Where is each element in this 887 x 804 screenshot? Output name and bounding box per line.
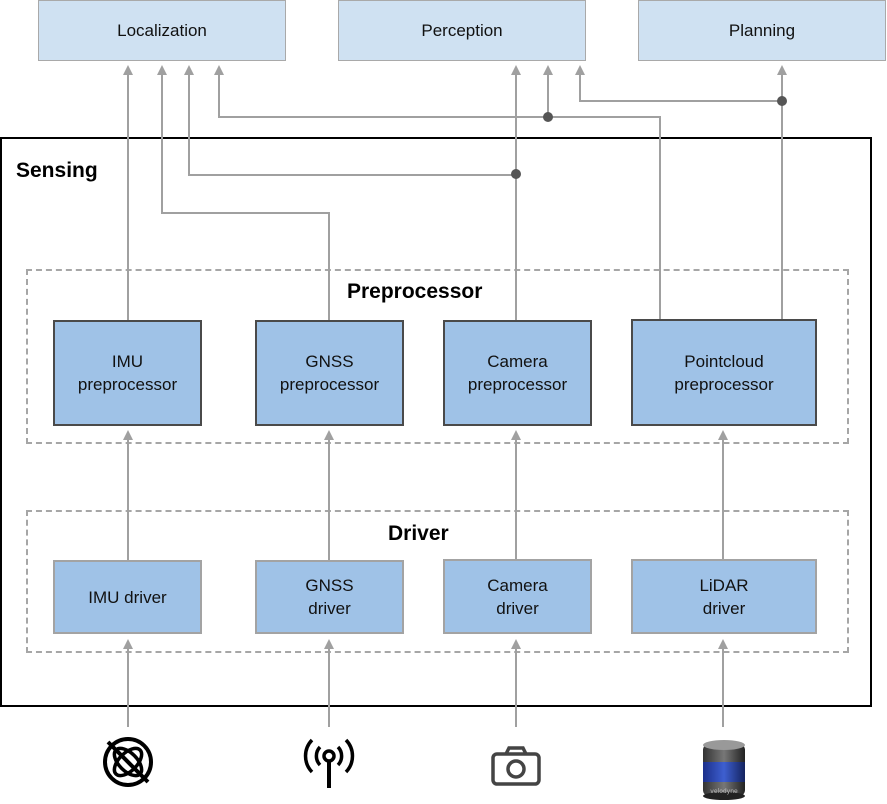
junction-dot-camera — [511, 169, 521, 179]
camera-icon — [491, 746, 541, 786]
gnss-preprocessor-box: GNSS preprocessor — [255, 320, 404, 426]
junction-dot-pointcloud — [543, 112, 553, 122]
pointcloud-preprocessor-label: Pointcloud preprocessor — [674, 351, 774, 394]
localization-label: Localization — [117, 21, 207, 40]
pointcloud-preprocessor-box: Pointcloud preprocessor — [631, 319, 817, 426]
wire-gnss-to-localization — [157, 65, 330, 321]
camera-driver-label: Camera driver — [487, 575, 548, 618]
junction-dot-planning — [777, 96, 787, 106]
gyroscope-icon — [103, 737, 153, 787]
driver-title: Driver — [388, 522, 449, 545]
imu-preprocessor-box: IMU preprocessor — [53, 320, 202, 426]
lidar-driver-label: LiDAR driver — [699, 575, 749, 618]
planning-box: Planning — [638, 0, 886, 61]
antenna-icon — [303, 738, 355, 788]
lidar-driver-box: LiDAR driver — [631, 559, 817, 634]
preprocessor-group — [26, 269, 849, 444]
planning-label: Planning — [728, 21, 796, 40]
sensing-frame — [0, 137, 872, 707]
localization-box: Localization — [38, 0, 286, 61]
wire-planning-branch-to-perception — [575, 65, 782, 102]
imu-preprocessor-label: IMU preprocessor — [77, 352, 178, 394]
imu-driver-label: IMU driver — [88, 587, 167, 607]
wire-camera-to-localization — [184, 65, 516, 176]
gnss-driver-box: GNSS driver — [255, 560, 404, 634]
camera-preprocessor-label: Camera preprocessor — [467, 352, 568, 394]
driver-group — [26, 510, 849, 653]
imu-driver-box: IMU driver — [53, 560, 202, 634]
gnss-driver-label: GNSS driver — [305, 576, 354, 618]
perception-box: Perception — [338, 0, 586, 61]
camera-preprocessor-box: Camera preprocessor — [443, 320, 592, 426]
wire-pointcloud-to-localization — [214, 65, 661, 321]
lidar-icon: velodyne — [703, 740, 745, 800]
lidar-logo-text: velodyne — [710, 788, 738, 795]
camera-driver-box: Camera driver — [443, 559, 592, 634]
perception-label: Perception — [421, 21, 503, 40]
sensing-title: Sensing — [16, 159, 98, 182]
gnss-preprocessor-label: GNSS preprocessor — [279, 352, 380, 394]
preprocessor-title: Preprocessor — [347, 280, 483, 303]
